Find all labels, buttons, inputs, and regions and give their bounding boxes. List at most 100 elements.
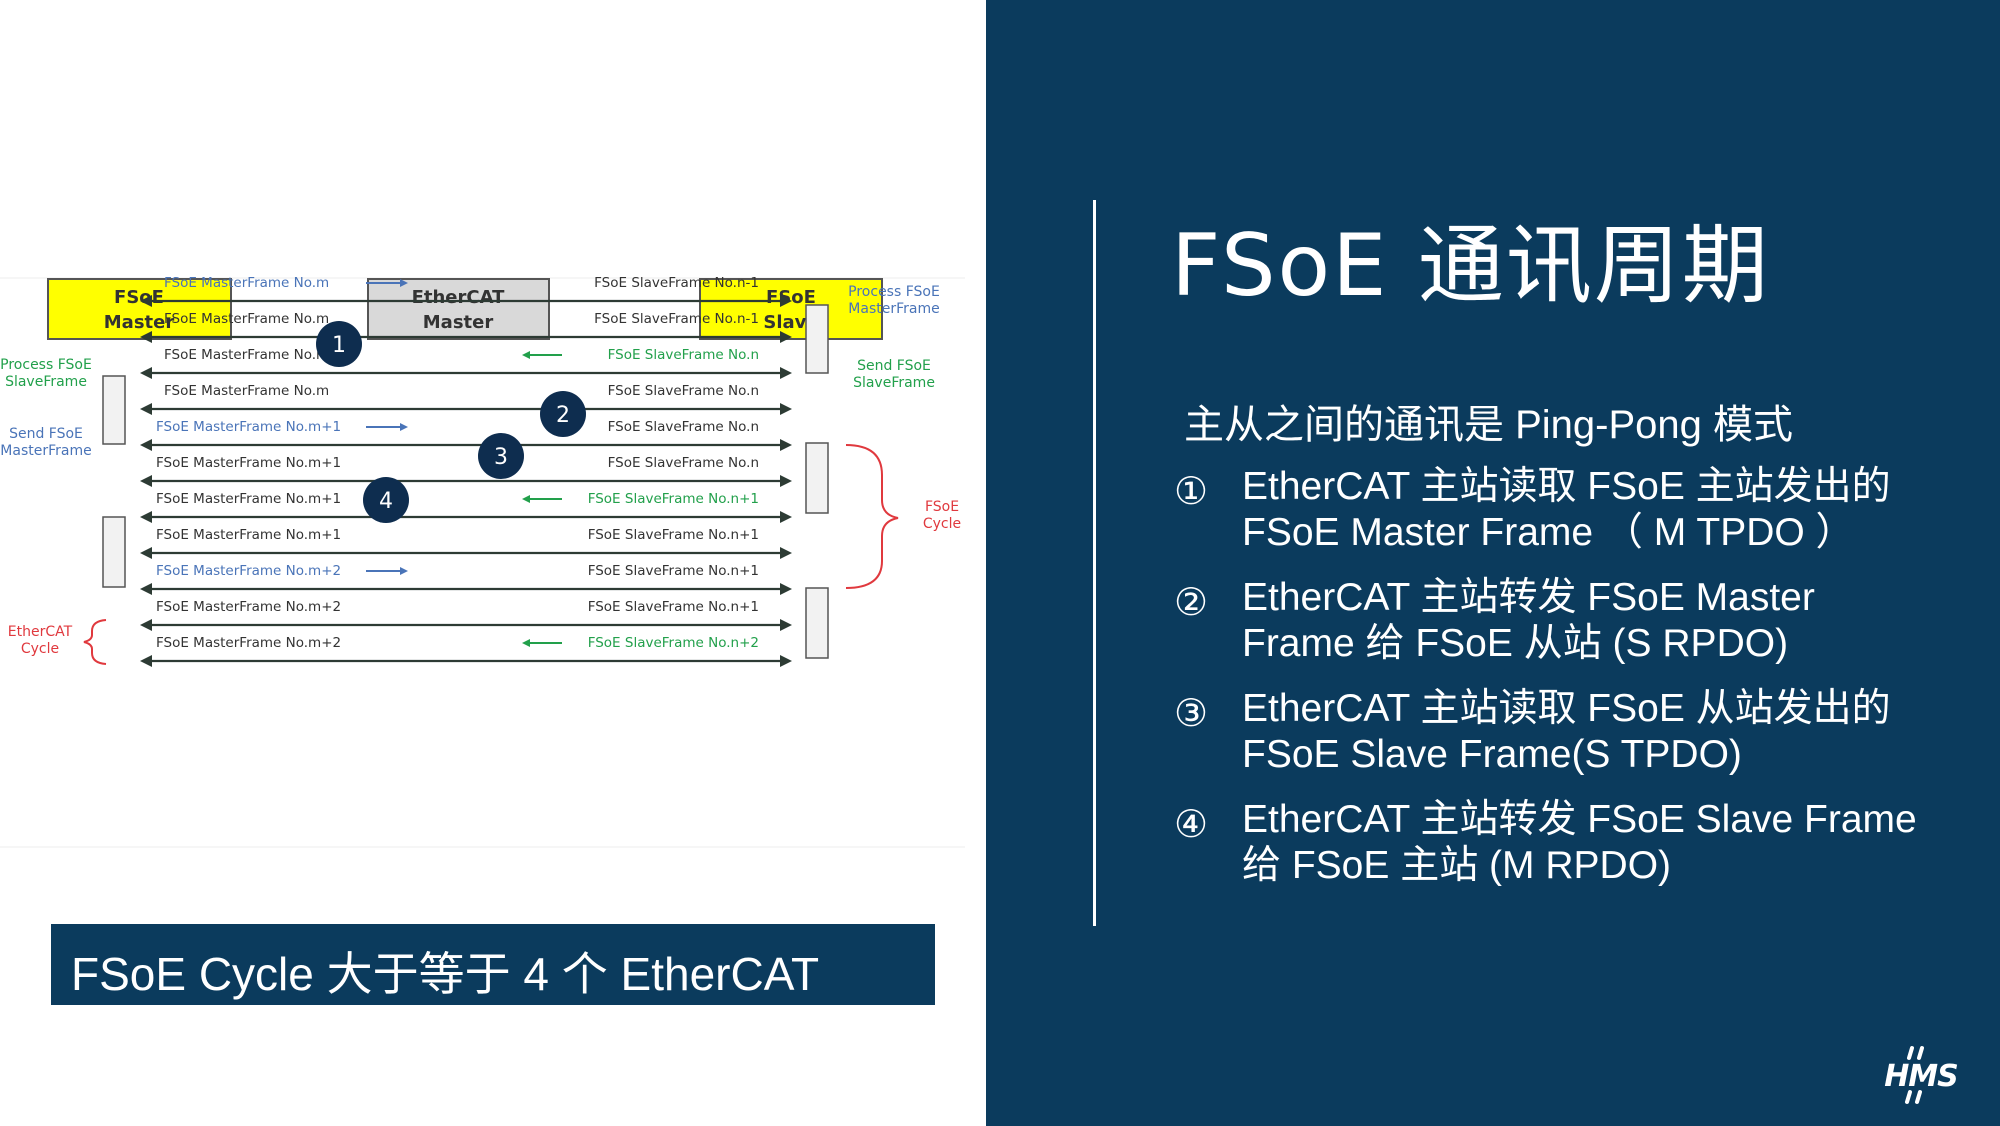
direction-arrowhead [522,639,530,647]
slave-process-bar [805,587,829,659]
arrowhead-left [140,403,152,415]
slave-frame-label: FSoE SlaveFrame No.n [608,383,759,399]
arrowhead-right [780,619,792,631]
list-item-text: EtherCAT 主站读取 FSoE 从站发出的 FSoE Slave Fram… [1242,687,1891,776]
arrowhead-left [140,439,152,451]
svg-text:Master: Master [104,312,175,333]
slave-frame-label: FSoE SlaveFrame No.n+1 [588,599,759,615]
arrowhead-right [780,367,792,379]
step-marker-3: 3 [478,433,524,479]
circled-number-1: ① [1174,469,1209,513]
frame-row: FSoE MasterFrame No.m FSoE SlaveFrame No.… [140,275,792,307]
slave-frame-label: FSoE SlaveFrame No.n+1 [588,527,759,543]
master-frame-label: FSoE MasterFrame No.m+2 [156,599,341,615]
circled-number-3: ③ [1174,691,1209,735]
arrowhead-left [140,655,152,667]
fsoe-slave-box: FSoE Slave [699,278,883,340]
ethercat-master-box: EtherCAT Master [367,278,550,340]
caption-banner: FSoE Cycle 大于等于 4 个 EtherCAT [51,924,935,1005]
svg-text:4: 4 [379,489,393,514]
svg-text:1: 1 [332,333,346,358]
slide-title: FSoE 通讯周期 [1171,216,1770,316]
arrowhead-left [140,475,152,487]
master-frame-label: FSoE MasterFrame No.m+1 [156,527,341,543]
svg-text:Master: Master [423,312,494,333]
step-marker-1: 1 [316,321,362,367]
arrowhead-left [140,547,152,559]
direction-arrowhead [400,279,408,287]
vertical-divider [1093,200,1096,926]
ethercat-cycle-label: EtherCAT Cycle [8,624,73,657]
master-frame-label: FSoE MasterFrame No.m [164,311,329,327]
master-process-bar [102,516,126,588]
arrowhead-right [780,511,792,523]
master-frame-label: FSoE MasterFrame No.m+1 [156,419,341,435]
direction-arrowhead [400,567,408,575]
slave-frame-label: FSoE SlaveFrame No.n [608,419,759,435]
svg-text:EtherCAT: EtherCAT [412,287,506,308]
step-marker-2: 2 [540,391,586,437]
svg-text:Process FSoE: Process FSoE [0,357,92,373]
master-process-bar [102,375,126,445]
svg-text:Cycle: Cycle [21,641,59,657]
svg-text:Cycle: Cycle [923,516,961,532]
svg-text:FSoE: FSoE [766,287,816,308]
svg-text:EtherCAT: EtherCAT [8,624,73,640]
slave-frame-label: FSoE SlaveFrame No.n+1 [588,563,759,579]
svg-text:FSoE: FSoE [114,287,164,308]
frame-row: FSoE MasterFrame No.m+2 FSoE SlaveFrame N… [140,599,792,631]
slave-frame-label: FSoE SlaveFrame No.n [608,347,759,363]
arrowhead-right [780,439,792,451]
arrowhead-right [780,295,792,307]
fsoe-cycle-label: FSoE Cycle [923,499,961,532]
fsoe-master-box: FSoE Master [47,278,232,340]
arrowhead-left [140,511,152,523]
slave-process-bar [805,304,829,374]
arrowhead-right [780,547,792,559]
master-frame-label: FSoE MasterFrame No.m+2 [156,563,341,579]
svg-text:HMS: HMS [1884,1059,1958,1094]
fsoe-cycle-brace [845,444,899,589]
master-frame-label: FSoE MasterFrame No.m+1 [156,455,341,471]
direction-arrowhead [522,495,530,503]
step-marker-4: 4 [363,477,409,523]
arrowhead-left [140,583,152,595]
arrowhead-right [780,331,792,343]
send-fsoe-masterframe-label: Send FSoE MasterFrame [0,426,91,459]
diagram-panel: FSoE Master EtherCAT Master FSoE Slave F… [0,0,986,1126]
list-item-text: EtherCAT 主站读取 FSoE 主站发出的 FSoE Master Fra… [1242,465,1891,554]
frame-row: FSoE MasterFrame No.m+1 FSoE SlaveFrame N… [140,419,792,451]
circled-number-2: ② [1174,580,1209,624]
master-frame-label: FSoE MasterFrame No.m [164,347,329,363]
svg-text:Slave: Slave [763,312,818,333]
svg-text:SlaveFrame: SlaveFrame [5,374,87,390]
arrowhead-right [780,655,792,667]
master-frame-label: FSoE MasterFrame No.m [164,275,329,291]
svg-text:2: 2 [556,403,570,428]
send-fsoe-slaveframe-label: Send FSoE SlaveFrame [853,358,935,391]
slave-frame-label: FSoE SlaveFrame No.n-1 [594,275,759,291]
frame-row: FSoE MasterFrame No.m+1 FSoE SlaveFrame N… [140,491,792,523]
svg-text:Send FSoE: Send FSoE [9,426,83,442]
slave-frame-label: FSoE SlaveFrame No.n+1 [588,491,759,507]
caption-text: FSoE Cycle 大于等于 4 个 EtherCAT [71,948,820,1000]
intro-text: 主从之间的通讯是 Ping-Pong 模式 [1184,403,1794,447]
process-fsoe-masterframe-label: Process FSoE MasterFrame [848,284,940,317]
list-item-text: EtherCAT 主站转发 FSoE Slave Frame 给 FSoE 主站… [1242,798,1917,887]
arrowhead-right [780,403,792,415]
master-frame-label: FSoE MasterFrame No.m+2 [156,635,341,651]
arrowhead-left [140,619,152,631]
svg-text:Process FSoE: Process FSoE [848,284,940,300]
master-frame-label: FSoE MasterFrame No.m+1 [156,491,341,507]
svg-text:3: 3 [494,445,508,470]
text-panel: FSoE 通讯周期 主从之间的通讯是 Ping-Pong 模式 ① EtherC… [986,0,2000,1126]
circled-number-4: ④ [1174,802,1209,846]
arrowhead-left [140,367,152,379]
svg-text:FSoE: FSoE [925,499,959,515]
arrowhead-right [780,475,792,487]
arrowhead-left [140,331,152,343]
